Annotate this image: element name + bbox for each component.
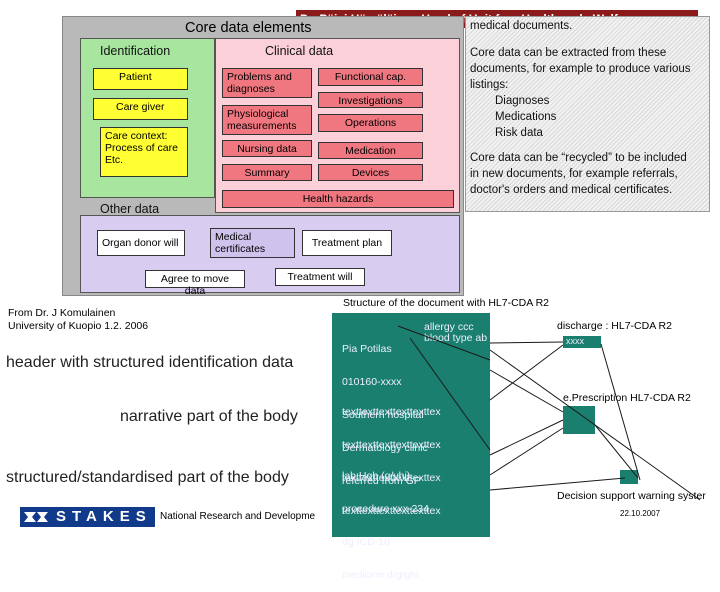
doc-structured-text: lab:Hgb (g/yhj) procedure xxx-234 dg ICD… [342, 470, 429, 581]
connector-line [489, 427, 564, 476]
footer-org: National Research and Developme [160, 511, 316, 522]
decision-box [620, 470, 638, 484]
connector-line [489, 344, 564, 401]
description-para1: Core data can be extracted from these do… [470, 47, 691, 91]
discharge-box [563, 336, 601, 348]
core-data-title: Core data elements [185, 20, 312, 36]
summary-box: Summary [222, 164, 312, 181]
problems-box: Problems and diagnoses [222, 68, 312, 98]
doc-narrative-text: texttexttexttexttexttex texttexttexttext… [342, 406, 441, 517]
stakes-logo-icon [24, 512, 48, 522]
footer-date: 22.10.2007 [620, 509, 661, 518]
patient-box: Patient [93, 68, 188, 90]
doc-header-blood: blood type ab [424, 332, 488, 344]
connector-line [489, 341, 564, 344]
connector-line [489, 349, 701, 501]
header-label: header with structured identification da… [6, 354, 294, 371]
physiological-box: Physiological measurements [222, 105, 312, 135]
eprescription-box [563, 406, 595, 434]
other-data-label: Other data [100, 202, 160, 216]
structured-label: structured/standardised part of the body [6, 469, 289, 486]
agree-to-move-box: Agree to move data [145, 270, 245, 297]
source-line-1: From Dr. J Komulainen [8, 307, 116, 319]
nursing-box: Nursing data [222, 140, 312, 157]
treatment-plan-box: Treatment plan [302, 230, 392, 256]
description-fragment: medical documents. [470, 20, 573, 32]
devices-box: Devices [318, 164, 423, 181]
operations-box: Operations [318, 114, 423, 132]
connector-line [489, 419, 564, 456]
investigations-box: Investigations [318, 92, 423, 108]
stakes-logo: STAKES [20, 507, 155, 527]
description-list: Diagnoses Medications Risk data [495, 93, 556, 141]
medication-box: Medication [318, 142, 423, 159]
source-line-2: University of Kuopio 1.2. 2006 [8, 320, 149, 332]
doc-structure-title: Structure of the document with HL7-CDA R… [343, 297, 550, 309]
medical-certificates-box: Medical certificates [210, 228, 295, 258]
list-item: Risk data [495, 127, 543, 139]
identification-label: Identification [100, 44, 171, 58]
connector-line [600, 343, 641, 481]
health-hazards-box: Health hazards [222, 190, 454, 208]
care-giver-box: Care giver [93, 98, 188, 120]
description-box [465, 16, 710, 212]
list-item: Medications [495, 111, 557, 123]
organ-donor-box: Organ donor will [97, 230, 185, 256]
decision-label: Decision support warning syster [557, 490, 706, 502]
functional-box: Functional cap. [318, 68, 423, 86]
care-context-box: Care context: Process of care Etc. [100, 127, 188, 177]
discharge-label: discharge : HL7-CDA R2 [557, 320, 672, 332]
eprescription-label: e.Prescription HL7-CDA R2 [563, 392, 691, 404]
treatment-will-box: Treatment will [275, 268, 365, 286]
connector-line [489, 477, 626, 491]
description-para2: Core data can be “recycled” to be includ… [470, 152, 687, 196]
clinical-label: Clinical data [265, 44, 334, 58]
list-item: Diagnoses [495, 95, 550, 107]
xxxx-label: xxxx [566, 336, 584, 346]
narrative-label: narrative part of the body [120, 408, 298, 425]
connector-line [489, 369, 564, 413]
